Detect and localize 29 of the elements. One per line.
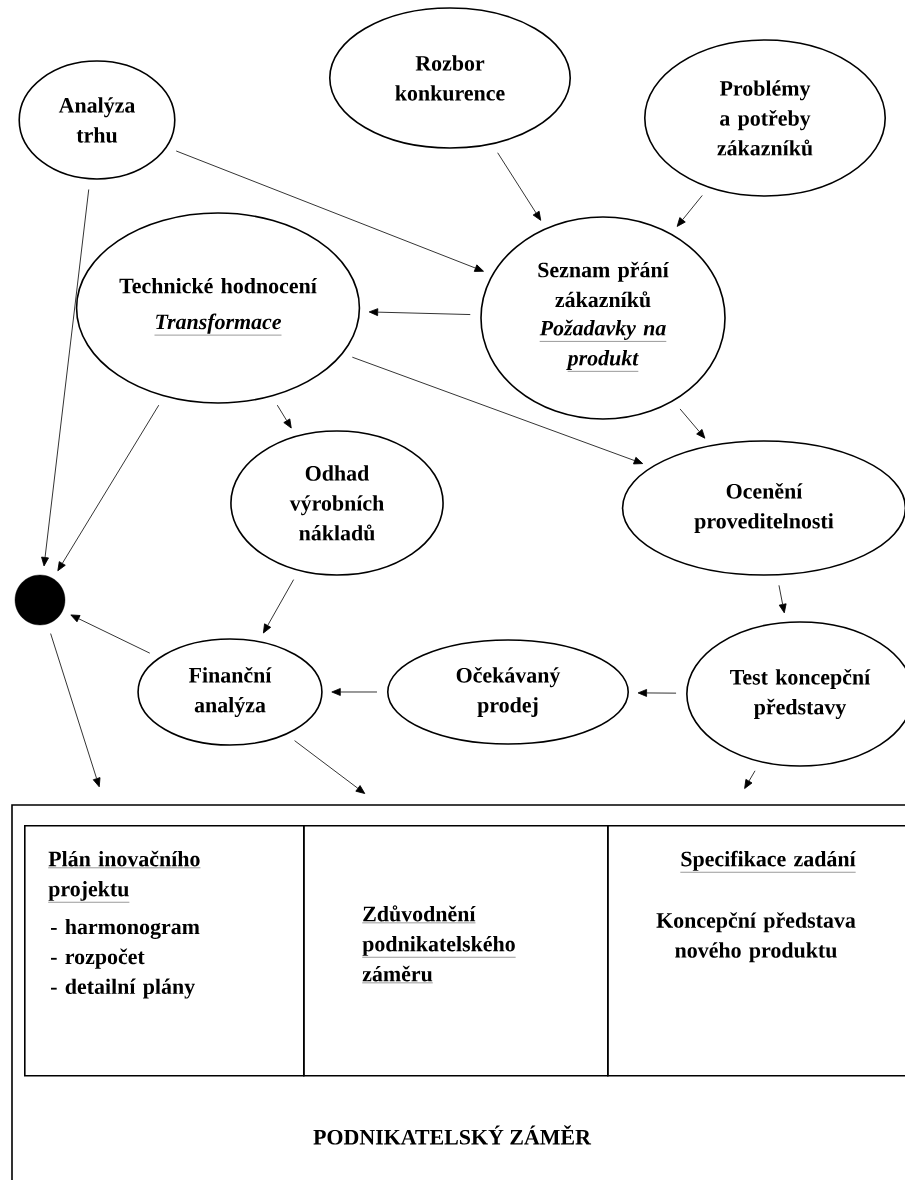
junction-dot <box>14 574 66 626</box>
ellipse-node: Seznam přání zákazníků Požadavky na produkt <box>480 216 726 420</box>
arrow <box>497 152 542 221</box>
arrow <box>276 404 292 429</box>
arrow <box>50 633 101 788</box>
ellipse-node: Odhad výrobních nákladů <box>230 430 444 576</box>
table-cell: Plán inovačního projektu - harmonogram - rozpočet - detailní plány <box>24 825 305 1077</box>
arrow <box>778 584 787 614</box>
table-cell: Specifikace zadání Koncepční představa nového produktu <box>607 825 905 1077</box>
ellipse-node: Technické hodnocení Transformace <box>75 212 361 404</box>
arrow <box>679 408 706 439</box>
arrow <box>70 614 151 654</box>
ellipse-node: Analýza trhu <box>18 60 176 180</box>
arrow <box>175 150 484 272</box>
arrow <box>676 195 703 227</box>
arrow <box>57 404 160 572</box>
arrow <box>351 356 644 465</box>
ellipse-node: Očekávaný prodej <box>387 639 629 745</box>
arrow <box>637 689 677 697</box>
table-cell: Zdůvodnění podnikatelského záměru <box>303 825 609 1077</box>
arrow <box>294 740 366 794</box>
arrow <box>331 688 378 696</box>
arrow <box>263 579 294 634</box>
ellipse-node: Rozbor konkurence <box>329 7 571 149</box>
arrow <box>368 308 471 317</box>
ellipse-node: Problémy a potřeby zákazníků <box>644 39 886 197</box>
arrow <box>744 770 756 789</box>
ellipse-node: Finanční analýza <box>137 638 323 746</box>
arrow <box>41 189 90 567</box>
